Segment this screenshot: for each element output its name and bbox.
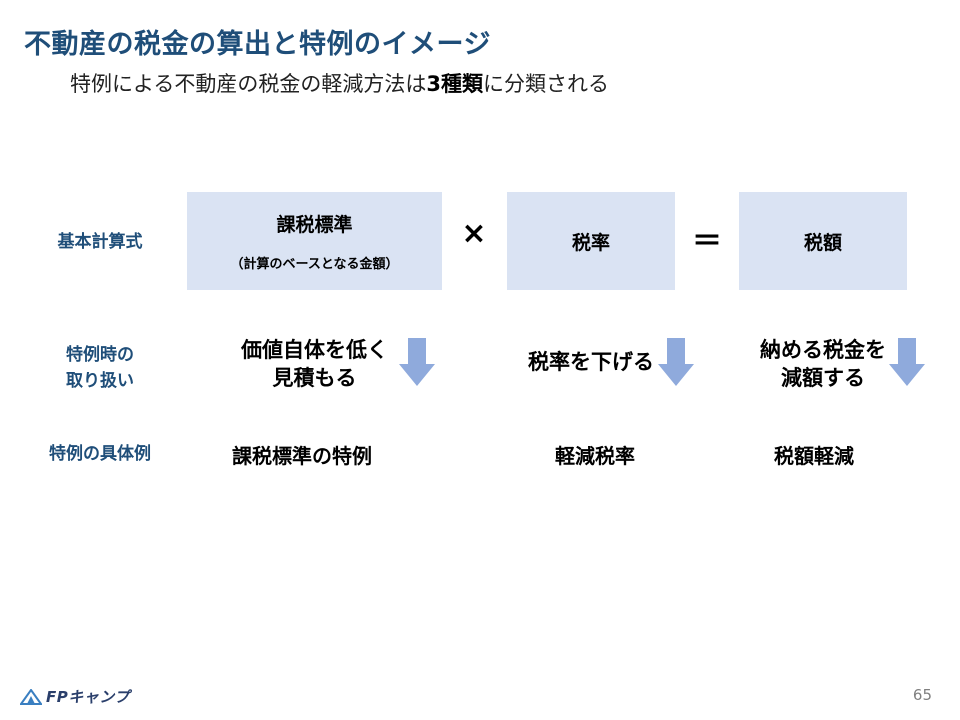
formula-box-base: 課税標準 （計算のベースとなる金額） [187, 192, 442, 290]
equals-operator: ＝ [692, 224, 722, 259]
formula-base-sub: （計算のベースとなる金額） [230, 257, 399, 272]
formula-box-rate: 税率 [507, 192, 675, 290]
down-arrow-icon [889, 338, 925, 386]
tent-logo-icon [20, 688, 42, 705]
row-label-formula: 基本計算式 [57, 232, 143, 252]
formula-rate-main: 税率 [571, 231, 610, 254]
row-label-examples: 特例の具体例 [49, 444, 151, 464]
page-number: 65 [912, 686, 932, 704]
formula-tax-main: 税額 [803, 231, 842, 254]
row-label-treatment: 特例時の 取り扱い [40, 342, 160, 394]
treatment-rate: 税率を下げる [528, 350, 654, 374]
treatment-base: 価値自体を低く 見積もる [222, 336, 407, 392]
formula-box-tax: 税額 [739, 192, 907, 290]
fp-camp-logo: FPキャンプ [20, 686, 130, 707]
treatment-base-line1: 価値自体を低く [241, 338, 388, 362]
row-label-treatment-line1: 特例時の [66, 345, 134, 365]
formula-base-main: 課税標準 [276, 214, 353, 236]
treatment-tax-line2: 減額する [781, 366, 865, 390]
example-rate: 軽減税率 [555, 444, 635, 468]
subtitle-emphasis: 3種類 [426, 72, 483, 96]
slide-title: 不動産の税金の算出と特例のイメージ [24, 29, 491, 60]
row-label-treatment-line2: 取り扱い [66, 371, 134, 391]
logo-text: FPキャンプ [46, 688, 130, 706]
treatment-tax-line1: 納める税金を [760, 338, 886, 362]
times-operator: × [461, 216, 487, 251]
slide-subtitle: 特例による不動産の税金の軽減方法は3種類に分類される [70, 68, 609, 98]
down-arrow-icon [399, 338, 435, 386]
down-arrow-icon [658, 338, 694, 386]
example-base: 課税標準の特例 [232, 444, 372, 468]
example-tax: 税額軽減 [774, 444, 854, 468]
subtitle-prefix: 特例による不動産の税金の軽減方法は [70, 72, 427, 96]
treatment-base-line2: 見積もる [272, 366, 357, 390]
treatment-tax: 納める税金を 減額する [738, 336, 908, 392]
subtitle-suffix: に分類される [483, 72, 609, 96]
